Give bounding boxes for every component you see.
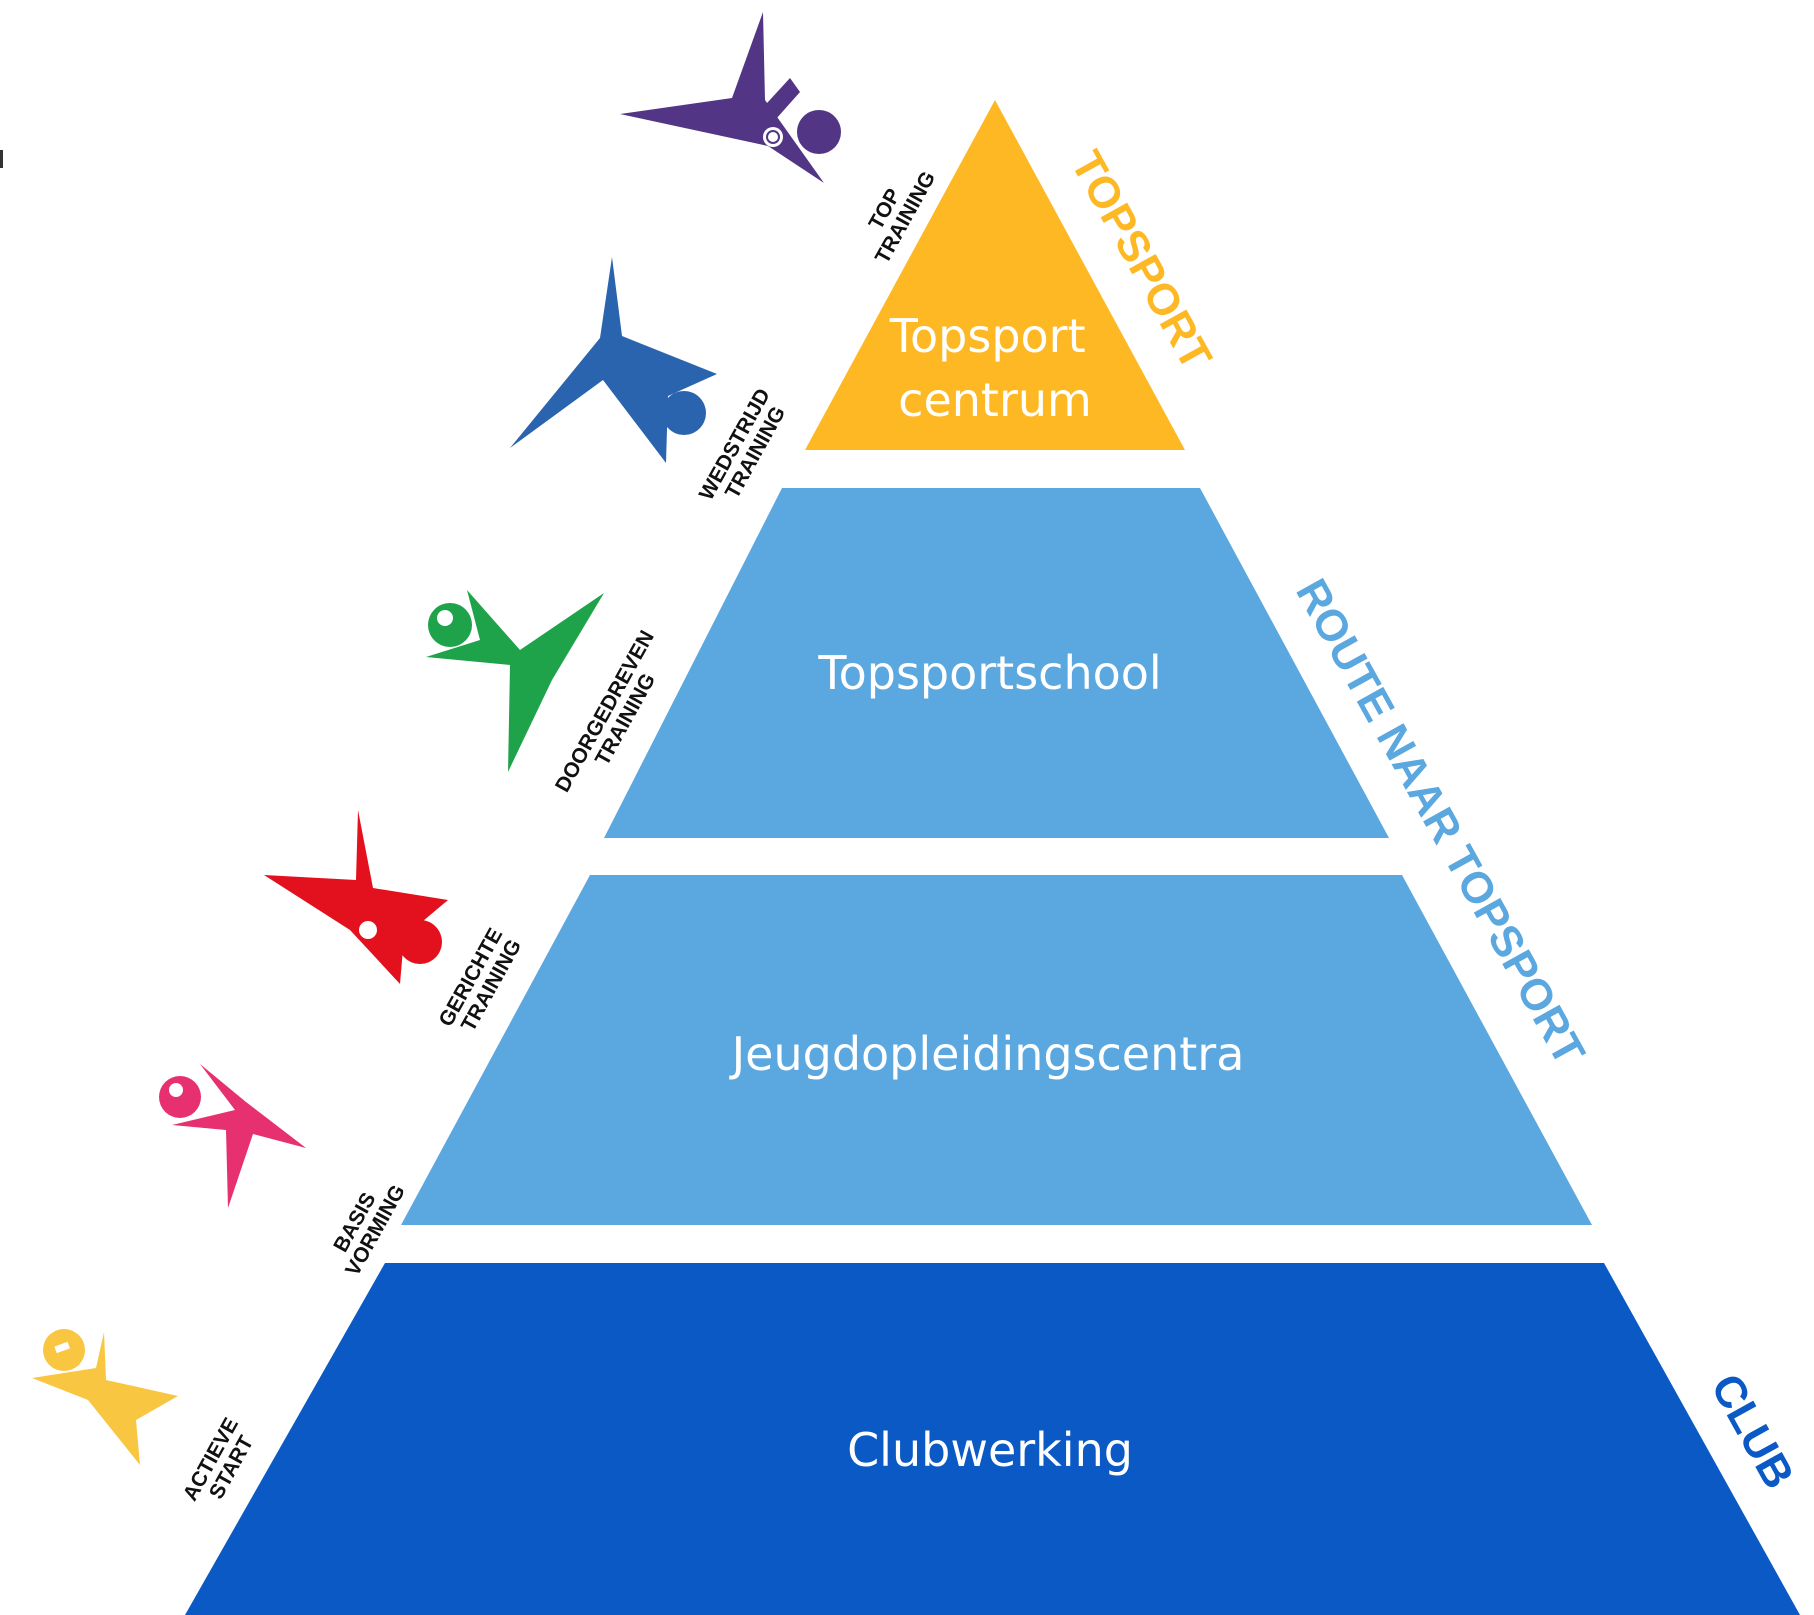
pink-athlete-icon (159, 1064, 306, 1208)
tier-topsportschool: Topsportschool (604, 488, 1389, 838)
tier-jeugdopleidingscentra-label: Jeugdopleidingscentra (729, 1027, 1245, 1081)
tier-jeugdopleidingscentra: Jeugdopleidingscentra (401, 875, 1592, 1225)
purple-athlete-icon (620, 12, 841, 183)
yellow-athlete-icon (32, 1329, 178, 1465)
tier-clubwerking: Clubwerking (185, 1263, 1800, 1615)
tier-jeugdopleidingscentra-shape (401, 875, 1592, 1225)
edge-mark (0, 150, 3, 168)
tier-topsport-centrum-label: Topsport centrum (889, 309, 1101, 427)
blue-athlete-icon (510, 257, 717, 463)
tier-topsport-centrum: Topsport centrum (805, 100, 1185, 450)
tier-clubwerking-shape (185, 1263, 1800, 1615)
green-athlete-icon (426, 590, 604, 772)
red-athlete-icon (264, 810, 448, 984)
tier-clubwerking-label: Clubwerking (847, 1423, 1133, 1477)
tier-topsportschool-label: Topsportschool (817, 646, 1161, 700)
tier-topsportschool-shape (604, 488, 1389, 838)
tier-topsport-centrum-shape (805, 100, 1185, 450)
